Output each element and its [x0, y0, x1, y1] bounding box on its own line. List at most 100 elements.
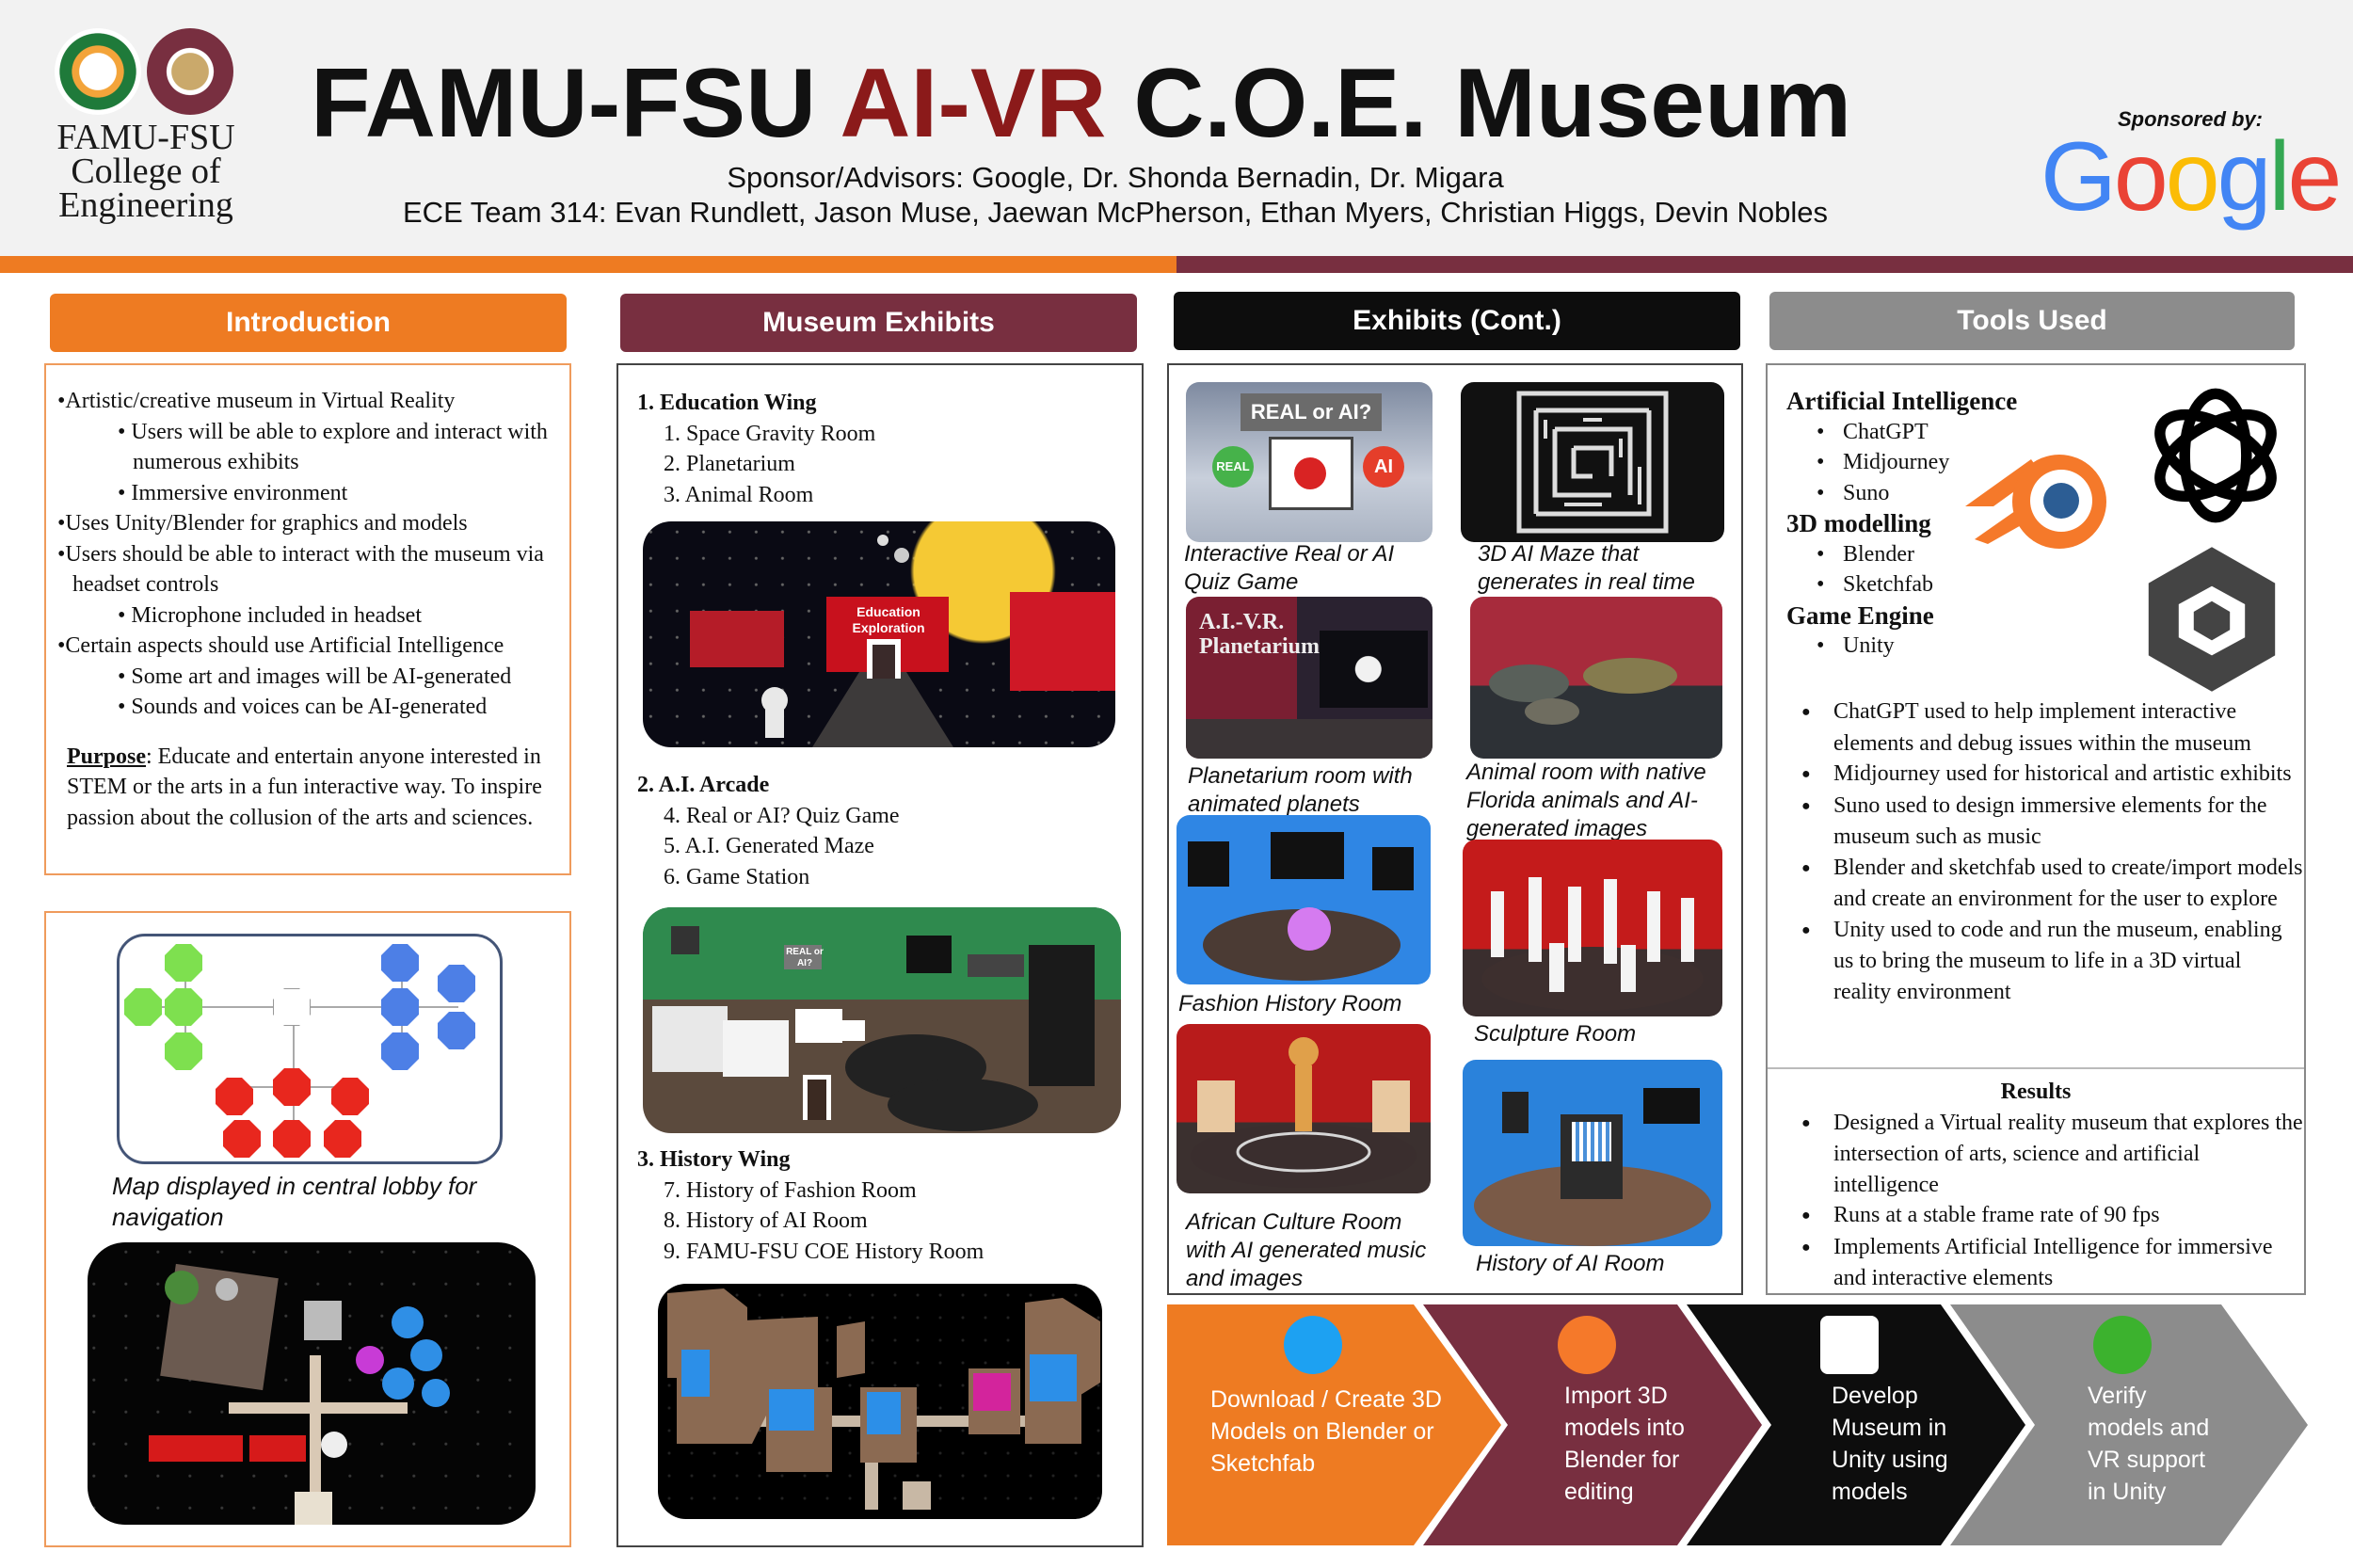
history-ai-screen	[1643, 1088, 1700, 1124]
tool-category-title: Artificial Intelligence	[1786, 387, 2018, 415]
map-node-maze-room	[165, 1032, 202, 1070]
map-node-fashion-room	[438, 1012, 475, 1049]
quiz-ai-button: AI	[1363, 446, 1404, 488]
sponsored-by-label: Sponsored by:	[2118, 107, 2264, 131]
results-heading: Results	[2000, 1080, 2072, 1104]
museum-exhibits-heading: Museum Exhibits	[620, 294, 1137, 352]
logo-line: College of	[71, 152, 221, 191]
exhibits-cont-heading: Exhibits (Cont.)	[1174, 292, 1740, 350]
sculpture-caption: Sculpture Room	[1474, 1021, 1637, 1047]
intro-bullet: Sounds and voices can be AI-generated	[57, 692, 556, 723]
purpose-text: : Educate and entertain anyone intereste…	[67, 744, 542, 830]
african-caption: African Culture Room with AI generated m…	[1186, 1209, 1427, 1291]
process-step-1-label: Download / Create 3D Models on Blender o…	[1210, 1386, 1442, 1477]
history-wing-scene	[667, 1288, 1100, 1510]
blender-logo-shape	[1965, 455, 2106, 549]
education-wing-image: Education Exploration	[643, 521, 1115, 747]
intro-bullet: Certain aspects should use Artificial In…	[57, 631, 556, 662]
maze-caption: 3D AI Maze that generates in real time	[1478, 541, 1695, 595]
history-ai-screen	[1502, 1092, 1529, 1133]
animal-model	[1525, 698, 1579, 725]
title-part: FAMU-FSU	[311, 49, 840, 158]
map-node-coe-history-room	[381, 944, 419, 982]
google-letter: e	[2287, 122, 2343, 232]
tool-category-title: Game Engine	[1786, 600, 1934, 630]
fashion-screen	[1372, 847, 1414, 890]
intro-bullet: Artistic/creative museum in Virtual Real…	[57, 386, 556, 417]
tool-usage-notes: ChatGPT used to help implement interacti…	[1768, 696, 2304, 1007]
tool-note: Midjourney used for historical and artis…	[1785, 759, 2304, 791]
google-letter: o	[2165, 122, 2220, 232]
education-wing-scene	[690, 535, 1115, 747]
history-ai-caption: History of AI Room	[1476, 1251, 1665, 1276]
openai-logo-shape	[2154, 388, 2277, 523]
museum-overhead-view-image	[88, 1242, 536, 1525]
room-item: 7. History of Fashion Room	[664, 1177, 917, 1203]
process-step-4-label: Verify models and VR support in Unity	[2088, 1383, 2210, 1505]
history-of-ai-image	[1463, 1060, 1722, 1246]
process-chevrons	[1167, 1304, 2308, 1545]
map-node-image-gen-room	[124, 988, 162, 1026]
advisors-line: Sponsor/Advisors: Google, Dr. Shonda Ber…	[727, 161, 1504, 194]
process-step-4-shape	[1950, 1304, 2308, 1545]
result-item: Designed a Virtual reality museum that e…	[1785, 1108, 2304, 1201]
planetarium-sign: A.I.-V.R. Planetarium	[1199, 610, 1320, 659]
ai-arcade-scene	[643, 907, 1121, 1131]
quiz-game-image: REAL or AI? REAL AI	[1186, 382, 1433, 542]
blender-icon	[1558, 1316, 1616, 1374]
map-node-planetarium-room	[273, 1120, 311, 1158]
university-seals	[55, 28, 233, 115]
map-caption: Map displayed in central lobby for navig…	[112, 1172, 477, 1231]
arcade-sign: REAL or AI?	[786, 947, 824, 968]
exhibits-cont-panel: REAL or AI? REAL AI Interactive Real or …	[1167, 363, 1743, 1295]
room-item: 9. FAMU-FSU COE History Room	[664, 1239, 984, 1264]
map-node-history-room	[381, 988, 419, 1026]
wing-title: 3. History Wing	[637, 1147, 791, 1172]
google-logo: Google	[2041, 120, 2343, 233]
apple-icon	[1294, 457, 1326, 489]
map-node-space-gravity-room	[216, 1078, 253, 1115]
unity-logo-icon	[2137, 544, 2287, 695]
room-item: 1. Space Gravity Room	[664, 421, 876, 446]
process-step-2-shape	[1423, 1304, 1762, 1545]
google-letter: l	[2268, 122, 2290, 232]
history-wing-section: 3. History Wing 7. History of Fashion Roo…	[618, 1144, 1142, 1267]
intro-bullet: Users will be able to explore and intera…	[57, 417, 556, 478]
result-item: Runs at a stable frame rate of 90 fps	[1785, 1200, 2304, 1232]
intro-bullet: Microphone included in headset	[57, 600, 556, 632]
tool-item: Blender	[1768, 539, 2304, 570]
tool-item: ChatGPT	[1768, 417, 2304, 448]
tool-categories: Artificial IntelligenceChatGPTMidjourney…	[1768, 386, 2304, 662]
results-section: Results Designed a Virtual reality museu…	[1768, 1073, 2304, 1294]
museum-map-diagram	[117, 934, 503, 1164]
fashion-screen	[1271, 832, 1344, 879]
tools-used-panel: Artificial IntelligenceChatGPTMidjourney…	[1766, 363, 2306, 1295]
intro-bullet: Immersive environment	[57, 478, 556, 509]
map-node-animal-room-2	[324, 1120, 361, 1158]
room-item: 4. Real or AI? Quiz Game	[664, 803, 900, 828]
wing-title: 1. Education Wing	[637, 391, 817, 415]
header-stripe-garnet	[1176, 256, 2353, 273]
animal-model	[1583, 658, 1677, 694]
tool-category-title: 3D modelling	[1786, 509, 1931, 537]
title-accent: AI-VR	[840, 49, 1107, 158]
tool-item: Unity	[1768, 631, 2304, 662]
tool-item: Suno	[1768, 478, 2304, 509]
logo-line: Engineering	[58, 185, 233, 225]
process-step-1-shape	[1167, 1304, 1501, 1545]
fsu-seal-logo	[147, 28, 233, 115]
tool-item: Midjourney	[1768, 447, 2304, 478]
fashion-history-image	[1176, 815, 1431, 984]
intro-bullet: Some art and images will be AI-generated	[57, 662, 556, 693]
quiz-real-button: REAL	[1212, 446, 1254, 488]
history-wing-image	[658, 1284, 1102, 1519]
african-room-scene	[1191, 1037, 1417, 1188]
checkmark-icon	[2093, 1316, 2152, 1374]
header-stripe-orange	[0, 256, 1176, 273]
animal-room-image	[1470, 597, 1722, 759]
education-sign: Education Exploration	[852, 604, 925, 635]
planetarium-caption: Planetarium room with animated planets	[1188, 763, 1413, 817]
sculpture-figures	[1481, 877, 1704, 1011]
